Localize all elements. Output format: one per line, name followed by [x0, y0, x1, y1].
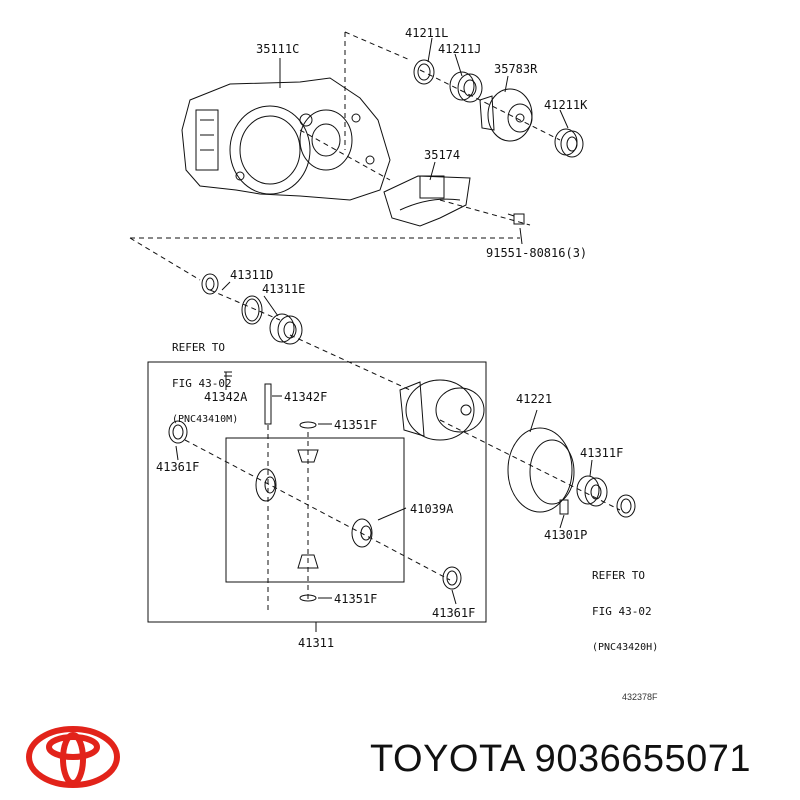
label-41311F: 41311F [580, 446, 624, 460]
gear-35783R-drawing [479, 88, 533, 142]
refer-right-line3: (PNC43420H) [592, 642, 659, 653]
label-91551: 91551-80816(3) [486, 246, 588, 260]
seal-41311D-drawing [201, 273, 219, 295]
refer-left-line3: (PNC43410M) [172, 414, 239, 425]
pinion-gear-bottom-drawing [297, 554, 319, 569]
bearing-41311E-drawing [269, 313, 303, 345]
label-41311E: 41311E [262, 282, 306, 296]
label-41221: 41221 [516, 392, 553, 406]
shim-41311E-drawing [241, 295, 263, 325]
pin-41342A-drawing [224, 371, 232, 377]
assembly-frame-41311 [147, 361, 487, 623]
refer-note-left: REFER TO FIG 43-02 (PNC43410M) [172, 318, 238, 450]
label-41211L: 41211L [405, 26, 449, 40]
label-35174: 35174 [424, 148, 461, 162]
brand-part-number: TOYOTA 9036655071 [370, 738, 752, 780]
bolt-91551-drawing [507, 213, 525, 225]
label-41311D: 41311D [230, 268, 274, 282]
label-41301P: 41301P [544, 528, 588, 542]
label-41351F-top: 41351F [334, 418, 378, 432]
label-41342A: 41342A [204, 390, 248, 404]
refer-left-line2: FIG 43-02 [172, 377, 232, 390]
bearing-41211J-drawing [449, 71, 483, 103]
label-41361F-right: 41361F [432, 606, 476, 620]
seal-right-drawing [616, 494, 636, 518]
label-41211J: 41211J [438, 42, 482, 56]
label-41211K: 41211K [544, 98, 588, 112]
refer-right-line2: FIG 43-02 [592, 605, 652, 618]
label-41342F: 41342F [284, 390, 328, 404]
cover-35174-drawing [383, 175, 471, 227]
label-41361F-left: 41361F [156, 460, 200, 474]
transaxle-case-drawing [181, 77, 391, 201]
bolt-41301P-drawing [559, 499, 569, 515]
side-gear-right-drawing [351, 518, 373, 548]
pinion-gear-top-drawing [297, 449, 319, 463]
toyota-logo-icon [26, 726, 120, 788]
seal-41361F-left-drawing [168, 420, 188, 444]
differential-case-drawing [399, 379, 485, 441]
washer-41351F-top-drawing [299, 421, 317, 429]
refer-note-right: REFER TO FIG 43-02 (PNC43420H) [592, 546, 658, 678]
label-35783R: 35783R [494, 62, 538, 76]
refer-right-line1: REFER TO [592, 569, 645, 582]
label-41039A: 41039A [410, 502, 454, 516]
washer-41351F-bottom-drawing [299, 594, 317, 602]
bearing-41311F-drawing [576, 475, 608, 507]
seal-41361F-right-drawing [442, 566, 462, 590]
label-35111C: 35111C [256, 42, 300, 56]
bearing-41211K-drawing [554, 128, 584, 158]
refer-left-line1: REFER TO [172, 341, 225, 354]
figure-number: 432378F [622, 692, 658, 702]
ring-gear-41221-drawing [507, 427, 575, 513]
label-41311: 41311 [298, 636, 335, 650]
assembly-frame-41039A [225, 437, 405, 583]
seal-41211L-drawing [413, 59, 435, 85]
label-41351F-bottom: 41351F [334, 592, 378, 606]
side-gear-left-drawing [255, 468, 277, 502]
shaft-41342F-drawing [264, 383, 272, 425]
